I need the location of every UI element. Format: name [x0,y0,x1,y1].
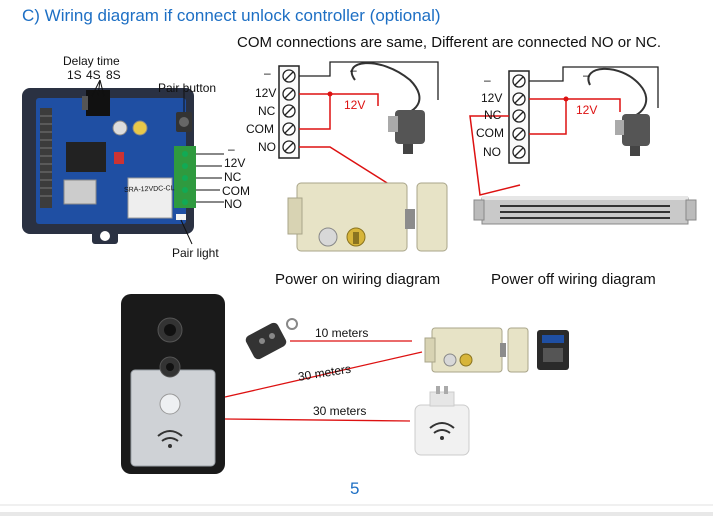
small-electric-lock [424,327,529,373]
power-off-diagram [469,66,697,225]
video-doorbell [121,294,225,474]
power-on-wire-minus: – [350,63,357,77]
delay-time-label: Delay time [63,54,120,68]
mini-controller [537,330,569,370]
remote-key-fob [245,318,298,360]
wiring-subtitle: COM connections are same, Different are … [237,34,662,51]
power-on-terminal-minus: – [264,66,271,80]
power-off-terminal-12v: 12V [481,91,503,105]
power-on-diagram [278,61,448,252]
power-on-terminal-12v: 12V [255,86,277,100]
power-off-caption: Power off wiring diagram [491,271,656,288]
wireless-chime [414,386,470,456]
delay-option-1s: 1S [67,68,82,82]
page-bottom-rule [0,512,713,516]
power-on-terminal-no: NO [258,140,276,154]
controller-terminal-nc: NC [224,170,242,184]
controller-terminal-minus: – [228,142,235,156]
controller-terminal-no: NO [224,197,242,211]
power-on-terminal-com: COM [246,122,274,136]
delay-option-8s: 8S [106,68,121,82]
pair-light-label: Pair light [172,246,219,260]
delay-option-4s: 4S [86,68,101,82]
power-off-terminal-nc: NC [484,108,502,122]
distance-doorbell-to-chime: 30 meters [313,404,367,418]
power-on-wire-12v: 12V [344,98,366,112]
power-off-wire-minus: – [583,68,590,82]
controller-terminal-12v: 12V [224,156,246,170]
power-on-terminal-nc: NC [258,104,276,118]
connection-lines [224,340,423,422]
power-off-terminal-minus: – [484,73,491,87]
section-title: C) Wiring diagram if connect unlock cont… [22,6,441,25]
pair-button-label: Pair button [158,81,217,95]
power-off-terminal-no: NO [483,145,501,159]
page-number: 5 [350,479,360,498]
power-on-caption: Power on wiring diagram [275,271,441,288]
power-off-wire-12v: 12V [576,103,598,117]
controller-terminal-com: COM [222,184,250,198]
distance-remote-to-lock: 10 meters [315,326,369,340]
unlock-controller-board [22,79,224,245]
power-off-terminal-com: COM [476,126,504,140]
